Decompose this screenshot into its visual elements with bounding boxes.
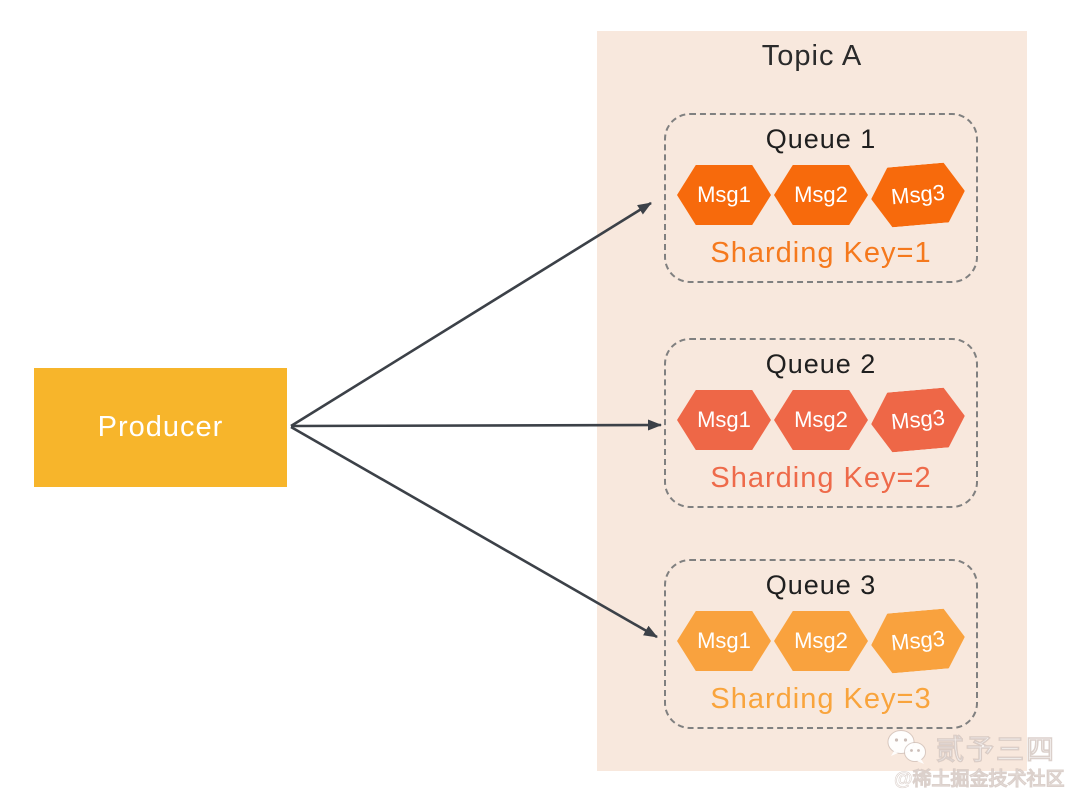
- message-hexagon-msg1: Msg1: [677, 611, 771, 671]
- queue-2-sharding-key-label: Sharding Key=2: [710, 462, 932, 494]
- queue-3-box: Queue 3 Msg1 Msg2 Msg3 Sharding Key=3: [664, 559, 978, 729]
- queue-1-sharding-key-label: Sharding Key=1: [710, 237, 932, 269]
- message-hexagon-msg1: Msg1: [677, 390, 771, 450]
- message-hexagon-msg2: Msg2: [774, 611, 868, 671]
- queue-2-title: Queue 2: [765, 349, 877, 379]
- message-hexagon-msg3: Msg3: [869, 607, 968, 675]
- queue-1-box: Queue 1 Msg1 Msg2 Msg3 Sharding Key=1: [664, 113, 978, 283]
- queue-3-sharding-key-label: Sharding Key=3: [710, 683, 932, 715]
- queue-1-message-row: Msg1 Msg2 Msg3: [666, 165, 976, 225]
- topic-a-title: Topic A: [761, 40, 863, 72]
- message-hexagon-msg3: Msg3: [869, 161, 968, 229]
- message-hexagon-msg2: Msg2: [774, 390, 868, 450]
- message-hexagon-msg2: Msg2: [774, 165, 868, 225]
- message-hexagon-msg3: Msg3: [869, 386, 968, 454]
- message-hexagon-msg1: Msg1: [677, 165, 771, 225]
- queue-3-message-row: Msg1 Msg2 Msg3: [666, 611, 976, 671]
- queue-1-title: Queue 1: [765, 124, 877, 154]
- queue-2-box: Queue 2 Msg1 Msg2 Msg3 Sharding Key=2: [664, 338, 978, 508]
- producer-box: Producer: [34, 368, 287, 487]
- queue-2-message-row: Msg1 Msg2 Msg3: [666, 390, 976, 450]
- queue-3-title: Queue 3: [765, 570, 877, 600]
